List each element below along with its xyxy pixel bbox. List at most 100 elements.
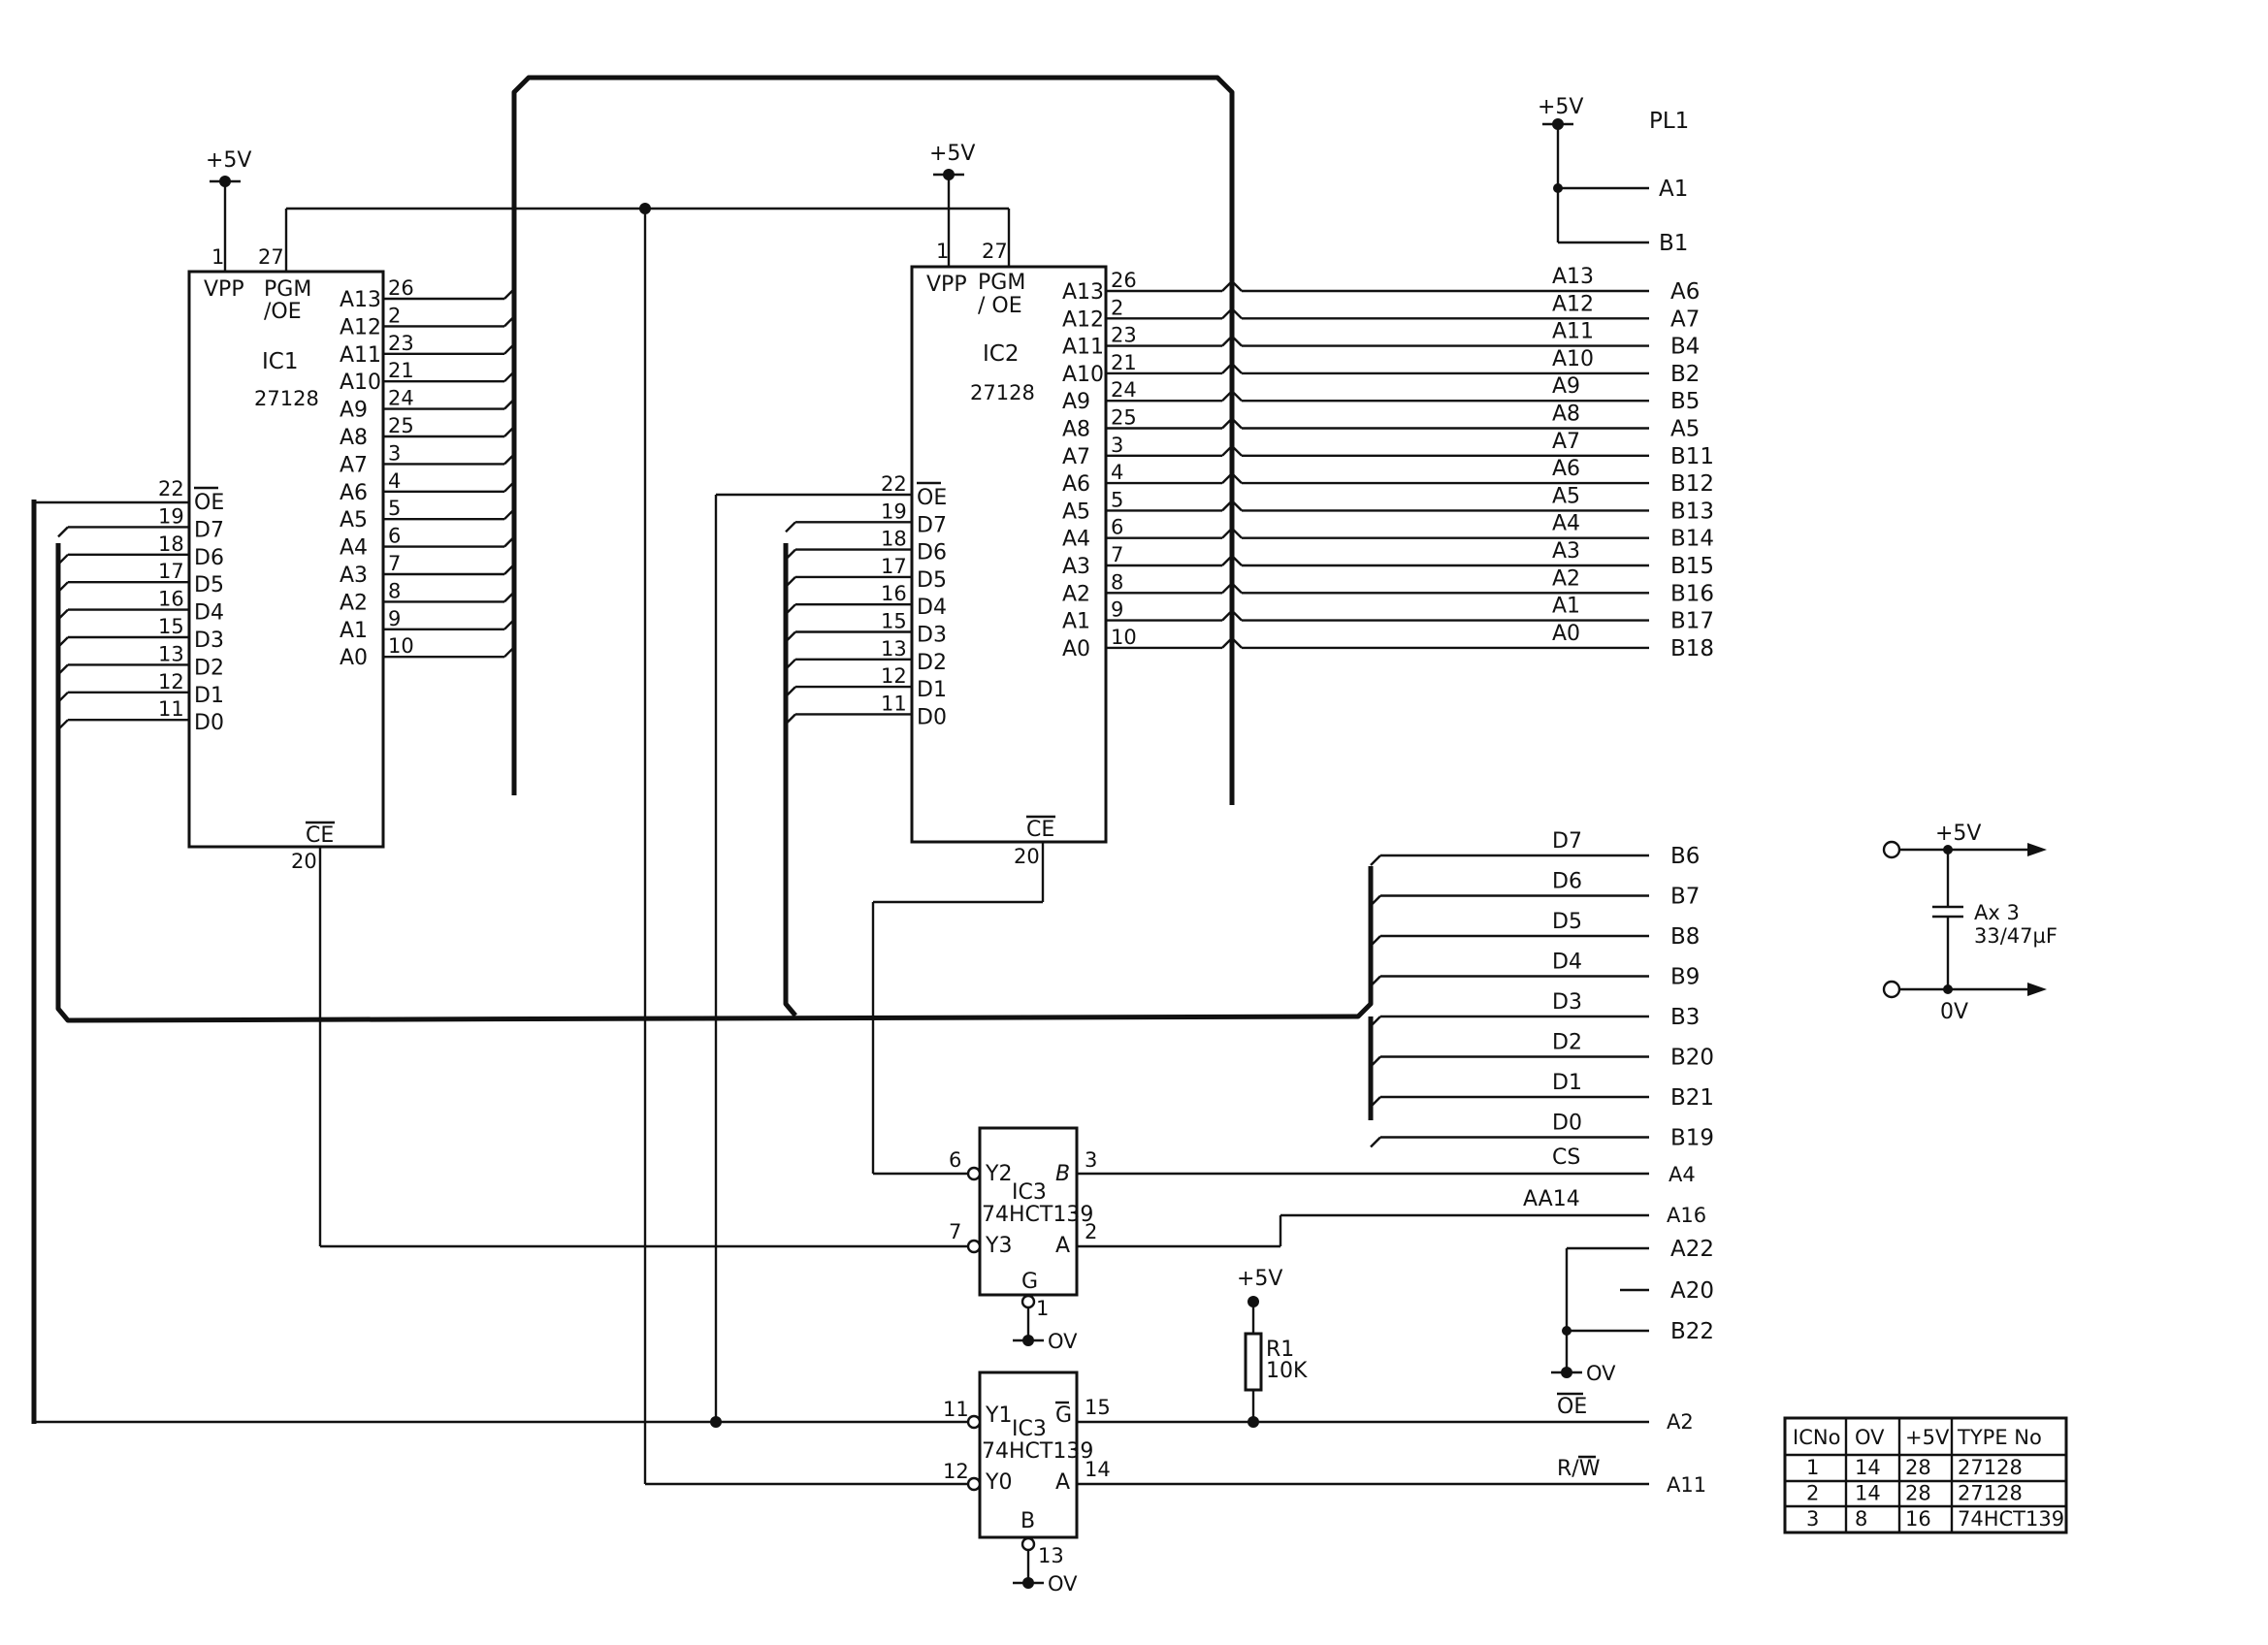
data-out-pin: B21: [1670, 1085, 1714, 1111]
ic1-addr-entry: [503, 288, 515, 300]
ic2-addr-pin: 4: [1111, 461, 1123, 484]
ic2-type: 27128: [970, 381, 1035, 404]
addr-out-pin: A5: [1670, 417, 1700, 442]
ic1-addr-pin: 23: [388, 332, 414, 355]
ic2-vpp-pin: 1: [936, 240, 949, 263]
ic2-addr-label: A10: [1062, 363, 1104, 387]
addr-out-pin: A6: [1670, 279, 1700, 305]
addr-out-label: A1: [1552, 595, 1580, 619]
ic3b-a: A: [1055, 1470, 1070, 1495]
addr-out-entry: [1231, 500, 1243, 512]
ic3b-y0-pin: 12: [943, 1460, 969, 1483]
ic2-addr-pin: 5: [1111, 488, 1123, 511]
ctrl-cs-pin: A4: [1669, 1163, 1696, 1186]
address-bus-top: [511, 75, 1235, 805]
ic-table-header: TYPE No: [1957, 1426, 2042, 1449]
addr-out-label: A7: [1552, 430, 1580, 454]
ic1-data-label: D7: [194, 518, 224, 542]
ic3a-a: A: [1055, 1234, 1070, 1258]
ic2-addr-pin: 9: [1111, 598, 1123, 622]
ic-table-cell: 14: [1855, 1482, 1881, 1505]
ic1-data-label: D4: [194, 601, 224, 626]
plug-supply-pin-b1: B1: [1659, 231, 1688, 256]
data-out-label: D3: [1552, 990, 1582, 1015]
ic2-addr-pin: 21: [1111, 351, 1137, 374]
ic3a-y3: Y3: [985, 1234, 1012, 1258]
ic2-data-label: D4: [917, 596, 947, 620]
ic1-addr-label: A6: [340, 481, 368, 505]
addr-out-entry: [1231, 472, 1243, 484]
addr-out-pin: A7: [1670, 306, 1700, 332]
addr-out-entry: [1231, 390, 1243, 403]
addr-out-label: A8: [1552, 403, 1580, 427]
ic3a-ref: IC3: [1012, 1180, 1047, 1205]
gnd-label: OV: [1586, 1362, 1616, 1385]
ic1-addr-entry: [503, 591, 515, 603]
ic1-pgm-pin: 27: [258, 245, 284, 269]
data-out-label: D7: [1552, 829, 1582, 854]
ic2-addr-entry: [1221, 307, 1233, 320]
ic2-data-pin: 11: [881, 692, 907, 715]
data-out-label: D5: [1552, 910, 1582, 934]
ic2-ref: IC2: [983, 341, 1019, 367]
ic1-addr-label: A5: [340, 508, 368, 532]
data-bus: [55, 543, 1374, 1120]
ic2-addr-entry: [1221, 444, 1233, 457]
ic1-data-label: OE: [194, 491, 224, 515]
ic3b-y1: Y1: [985, 1403, 1012, 1428]
ic1-vpp-pin: 1: [211, 245, 224, 269]
ic2-data-pin: 16: [881, 582, 907, 605]
ic3b-ref: IC3: [1012, 1417, 1047, 1441]
ic2-addr-label: A11: [1062, 336, 1104, 360]
supply-arrow-icon: [2027, 843, 2047, 856]
ic3a-type: 74HCT139: [982, 1203, 1093, 1227]
ic2-addr-pin: 10: [1111, 626, 1137, 649]
ic1-data-pin: 15: [158, 615, 184, 638]
data-out-entry: [1370, 1096, 1381, 1108]
ic3b-a-pin: 14: [1085, 1458, 1111, 1481]
ic1-data-pin: 22: [158, 477, 184, 500]
ic1-supply: +5V: [206, 148, 251, 173]
ic2-addr-entry: [1221, 609, 1233, 622]
ic2-data-pin: 13: [881, 637, 907, 661]
ic2-addr-entry: [1221, 582, 1233, 595]
ic-table-cell: 27128: [1958, 1482, 2023, 1505]
ic3a-b-pin: 3: [1085, 1148, 1097, 1172]
data-out-pin: B19: [1670, 1126, 1714, 1151]
ic2-addr-entry: [1221, 555, 1233, 566]
gnd-pin-a20: A20: [1670, 1278, 1714, 1304]
ic3a-y2-pin: 6: [949, 1148, 961, 1172]
plug-supply-label: +5V: [1538, 95, 1583, 119]
ic3b-body: [978, 1371, 1079, 1539]
ic1-addr-pin: 5: [388, 497, 401, 520]
ic2-addr-entry: [1221, 637, 1233, 649]
resistor-r1: +5V R1 10K: [1237, 1267, 1308, 1428]
addr-out-label: A11: [1552, 320, 1594, 344]
plug-supply-pin-a1: A1: [1659, 177, 1688, 202]
ic1-ref: IC1: [262, 349, 298, 374]
ic1-addr-pin: 10: [388, 634, 414, 658]
ic1-addr-pin: 3: [388, 441, 401, 465]
ic1-pgm-oe: /OE: [264, 300, 302, 324]
addr-out-label: A13: [1552, 265, 1594, 289]
ic-table-cell: 14: [1855, 1456, 1881, 1479]
ctrl-oe-label: OE: [1557, 1395, 1587, 1419]
ic2-data-label: D5: [917, 568, 947, 593]
addr-out-entry: [1231, 637, 1243, 649]
ic3a-g: G: [1021, 1270, 1038, 1294]
ground-arrow-icon: [2027, 983, 2047, 996]
ic2-addr-label: A1: [1062, 610, 1090, 634]
addr-out-pin: B17: [1670, 609, 1714, 634]
ic2-supply: +5V: [929, 142, 975, 166]
ic2-addr-label: A8: [1062, 418, 1090, 442]
ic2-addr-label: A5: [1062, 500, 1090, 524]
ic1-addr-entry: [503, 508, 515, 521]
ic-table-cell: 3: [1806, 1507, 1819, 1531]
addr-out-label: A5: [1552, 484, 1580, 508]
ic2-pgm-oe: / OE: [978, 294, 1022, 318]
data-out-label: D1: [1552, 1071, 1582, 1095]
ic2-ce-pin: 20: [1014, 845, 1040, 868]
data-out-entry: [1370, 975, 1381, 987]
